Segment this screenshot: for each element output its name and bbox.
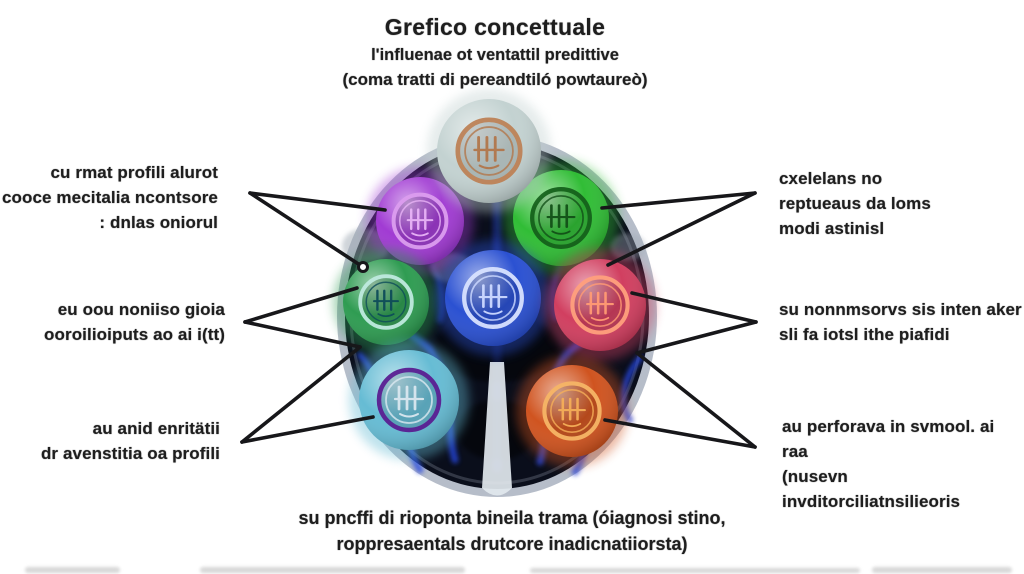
brain-node-mid-left-green (333, 249, 439, 355)
bottom-artifact (530, 568, 860, 573)
label-line: cxelelans no (779, 169, 883, 188)
node-seal (455, 117, 523, 185)
brain-node-lower-right-orange (516, 355, 628, 467)
connector-line (248, 191, 387, 212)
title-line1: Grefico concettuale (384, 14, 606, 40)
label-line: reptueaus da loms (779, 194, 931, 213)
connector-ring-marker (357, 261, 369, 273)
title-line3: (coma tratti di pereandtiló powtaureò) (342, 70, 648, 89)
brain-node-center-blue (435, 240, 551, 356)
midline-fissure (482, 362, 512, 496)
node-seal (376, 367, 442, 433)
label-line: cooce mecitalia ncontsore (1, 188, 218, 207)
node-seal (570, 275, 630, 335)
label-line: : dnlas oniorul (99, 213, 218, 232)
label-line: dr avenstitia oa profili (40, 444, 220, 463)
label-left-mid: eu oou noniiso gioia ooroilioiputs ao ai… (0, 297, 225, 347)
label-line: (nusevn invditorciliatnsilieoris (782, 467, 961, 511)
node-seal (358, 274, 414, 330)
label-line: eu oou noniiso gioia (57, 300, 225, 319)
connector-line (603, 418, 757, 449)
label-line: au anid enritätii (92, 419, 220, 438)
brain-node-mid-right-red (544, 249, 656, 361)
connector-line (240, 415, 375, 444)
label-line: sli fa iotsl ithe piafidi (779, 325, 950, 344)
brain-node-upper-right-green (503, 160, 619, 276)
bottom-artifact (200, 567, 465, 573)
label-line: au perforava in svmool. ai raa (782, 417, 995, 461)
connector-line (635, 320, 758, 355)
brain-node-upper-left-purple (366, 167, 474, 275)
connector-line (630, 291, 758, 324)
label-right-mid: su nonnmsorvs sis inten aker sli fa iots… (779, 297, 1024, 347)
bottom-artifact (872, 567, 1012, 573)
connector-line (243, 320, 362, 349)
label-left-bottom: au anid enritätii dr avenstitia oa profi… (0, 416, 220, 466)
connector-line (606, 191, 757, 267)
connector-line (240, 345, 362, 444)
label-right-bottom: au perforava in svmool. ai raa (nusevn i… (782, 414, 1024, 514)
connector-line (243, 286, 359, 324)
node-seal (530, 187, 592, 249)
brain-node-top-silver (427, 89, 551, 213)
label-right-top: cxelelans no reptueaus da loms modi asti… (779, 166, 1019, 241)
label-line: su nonnmsorvs sis inten aker (779, 300, 1022, 319)
label-line: ooroilioiputs ao ai i(tt) (44, 325, 225, 344)
caption-line1: su pncffi di rioponta bineila trama (óia… (298, 508, 726, 528)
title-line2: l'influenae ot ventattil predittive (371, 46, 619, 64)
bottom-caption: su pncffi di rioponta bineila trama (óia… (0, 505, 1024, 557)
nodes-layer (333, 89, 656, 467)
page-title-block: Grefico concettuale l'influenae ot venta… (0, 14, 990, 92)
connector-lines-layer (240, 191, 758, 449)
label-line: cu rmat profili alurot (50, 163, 218, 182)
node-seal (462, 267, 524, 329)
connector-line (635, 351, 757, 449)
node-seal (542, 381, 602, 441)
label-left-top: cu rmat profili alurot cooce mecitalia n… (0, 160, 218, 235)
label-line: modi astinisl (779, 219, 885, 238)
connector-line (248, 191, 365, 269)
brain-node-lower-left-teal (349, 340, 469, 460)
bottom-artifact (25, 567, 120, 573)
node-seal (391, 192, 449, 250)
connector-line (600, 191, 757, 210)
caption-line2: roppresaentals drutcore inadicnatiiorsta… (336, 534, 688, 554)
